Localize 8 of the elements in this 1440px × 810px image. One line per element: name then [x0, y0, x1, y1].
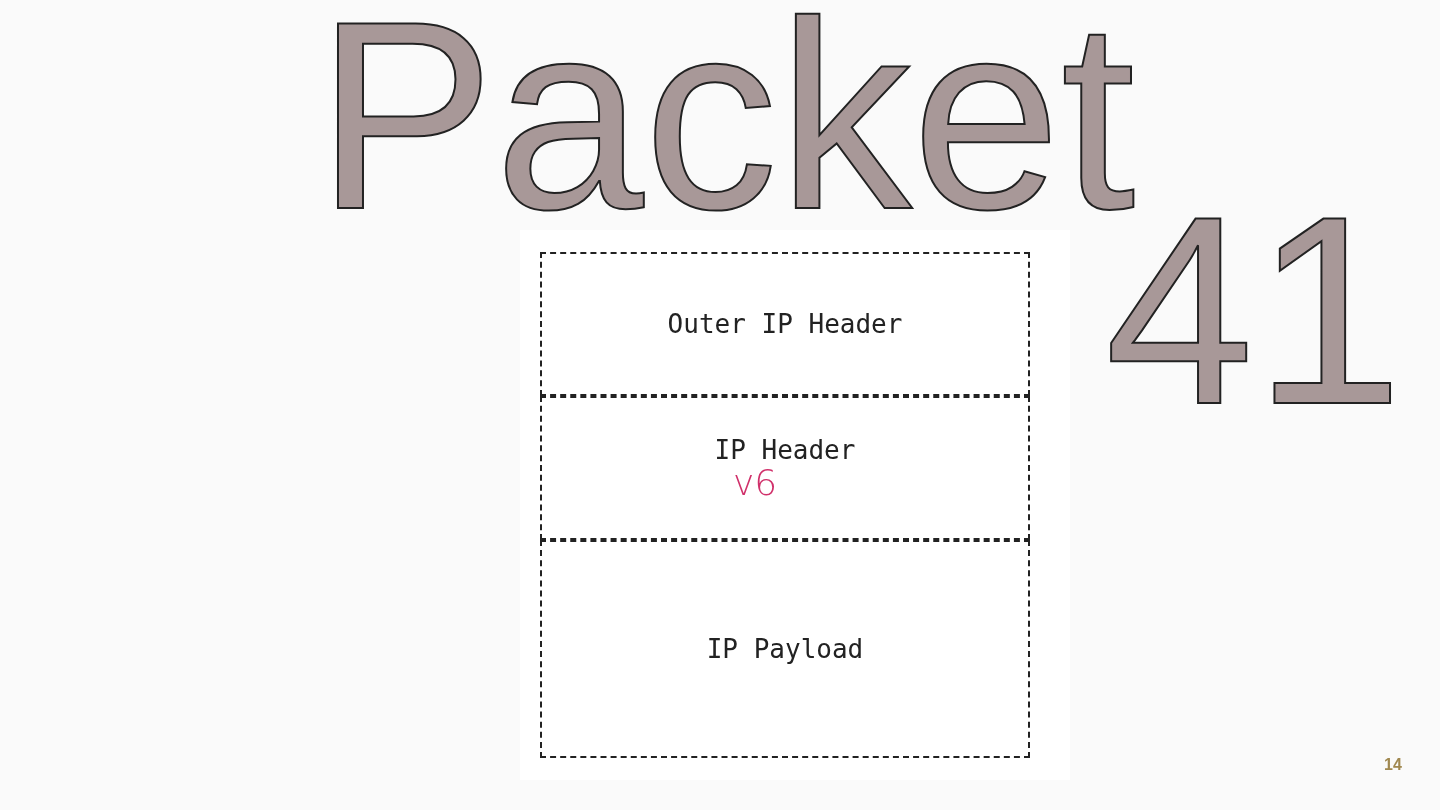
- packet-field-box: [540, 252, 1030, 396]
- page-number: 14: [1384, 756, 1402, 774]
- packet-field-box: [540, 396, 1030, 540]
- handwritten-note: v6: [732, 465, 778, 501]
- field-label: IP Payload: [706, 634, 864, 664]
- packet-field-box: [540, 540, 1030, 758]
- field-label: IP Header: [714, 435, 856, 465]
- field-label: Outer IP Header: [667, 309, 903, 339]
